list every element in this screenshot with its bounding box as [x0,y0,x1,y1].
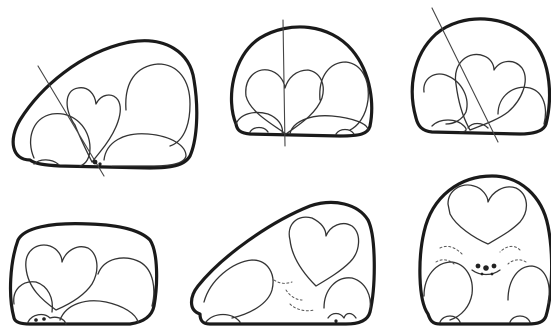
p3-round-form-left [424,74,467,124]
p3-heart [455,54,525,130]
p5-heart [289,217,358,286]
p3-outline [412,19,549,134]
p6-round-form-right [508,266,549,304]
panel-p5 [192,202,375,324]
p6-outline [420,176,551,324]
p2-round-form-left [236,112,282,134]
p4-outline [11,224,157,324]
panel-p4 [11,224,157,324]
p6-heart [448,185,526,244]
p5-fur-strokes [274,280,314,311]
p4-heart [26,245,97,310]
p2-round-form-top-right [320,62,369,130]
p5-round-form-right [324,278,370,310]
p4-round-form-right [98,258,154,306]
panel-p3 [412,8,549,142]
panel-p2 [231,20,371,146]
panel-p1 [13,41,197,176]
p5-outline [192,202,375,324]
p5-paws [206,314,356,323]
p1-outline [13,41,197,168]
p3-axis-line [432,8,498,142]
p6-fur-strokes [436,246,526,264]
p1-round-form-right [104,134,186,166]
p6-face-marks [472,264,500,276]
p4-round-form-left [14,282,53,312]
panel-p6 [420,176,551,324]
p1-heart [67,88,120,162]
p4-round-form-bottom [60,301,138,322]
p6-round-form-left [424,262,472,320]
